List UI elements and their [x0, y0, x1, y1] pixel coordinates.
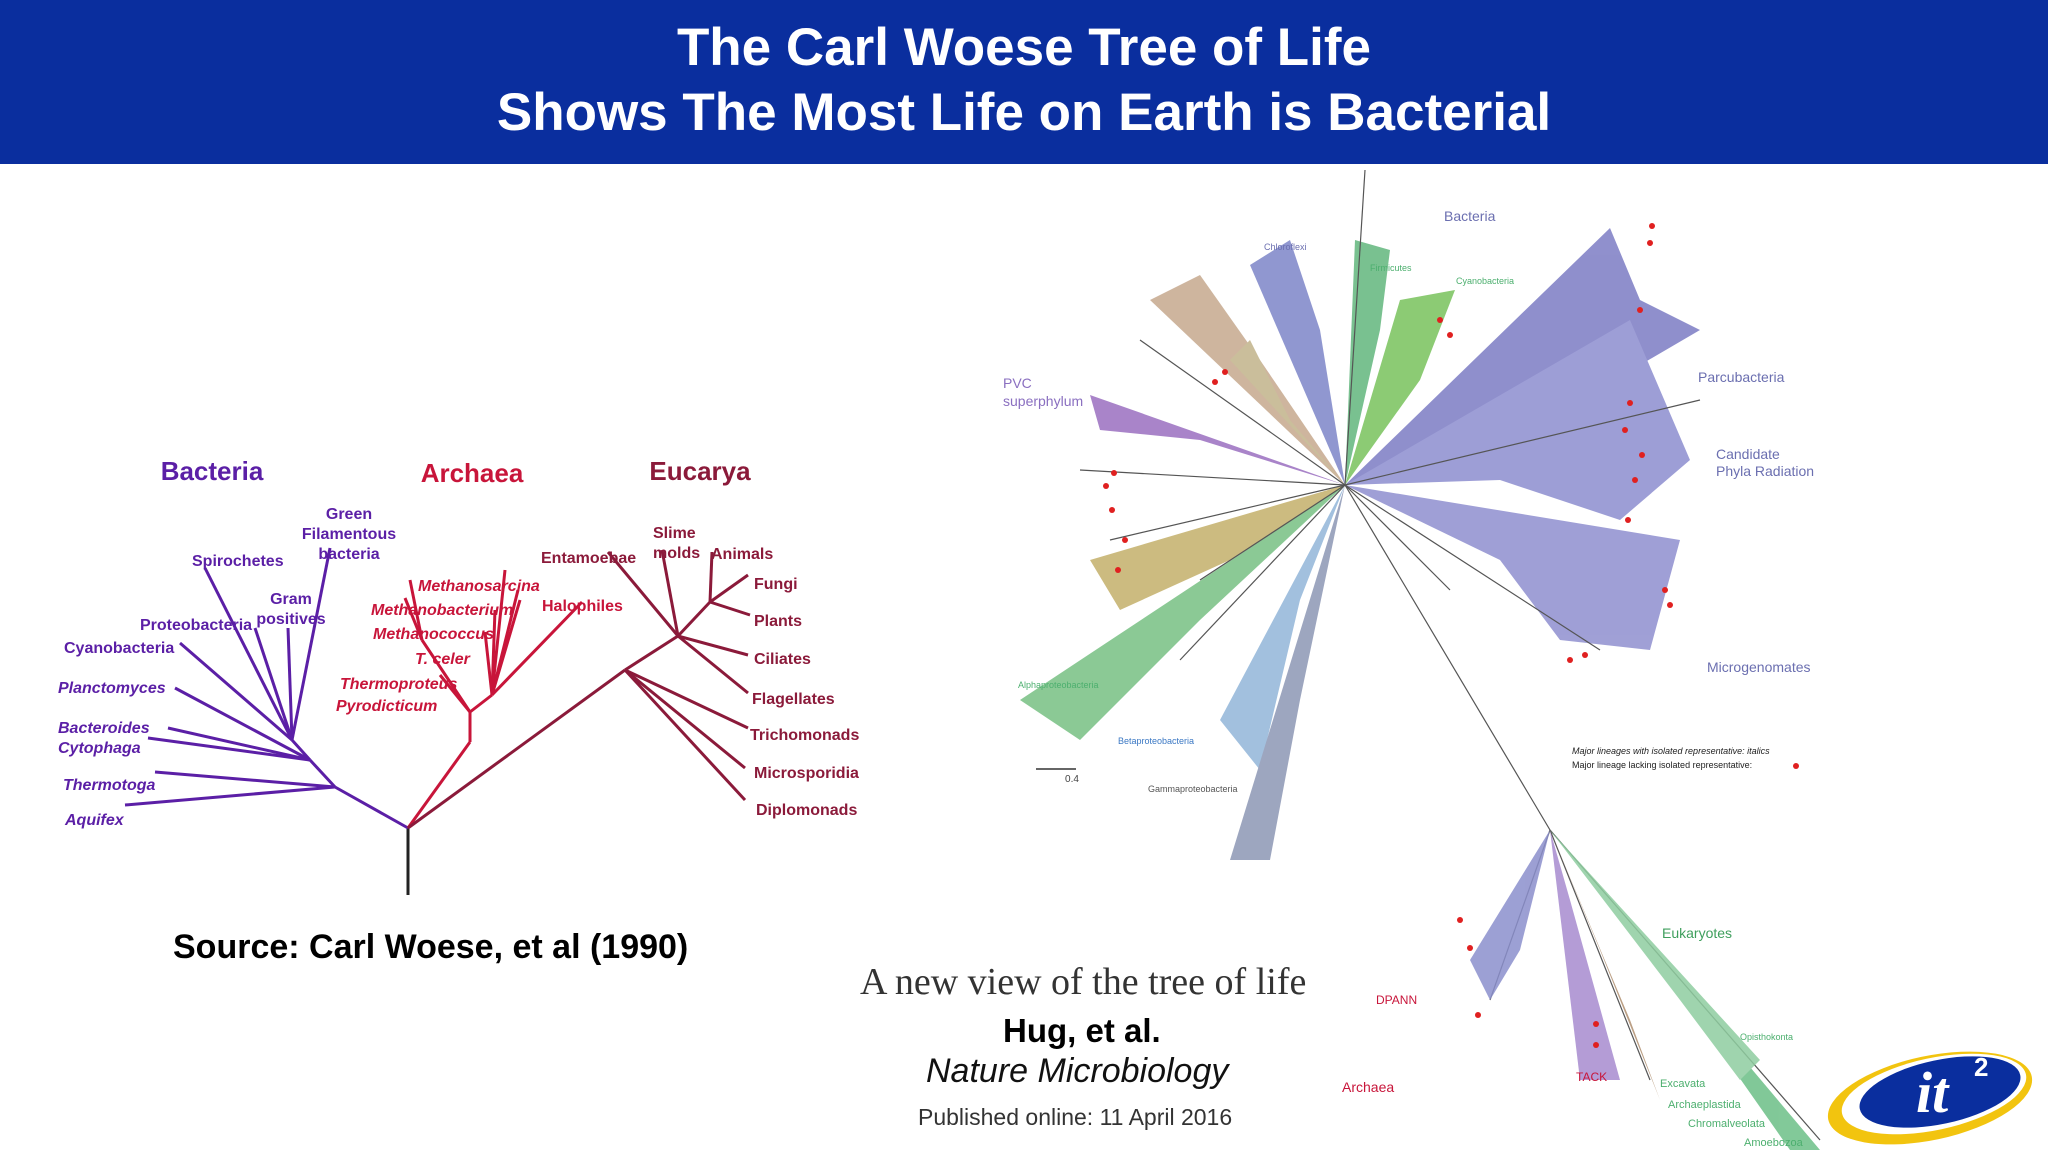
it2-logo-text: it: [1916, 1060, 1950, 1125]
woese-label-plants: Plants: [754, 613, 802, 630]
hug-label-betaproteobacteria: Betaproteobacteria: [1118, 736, 1194, 746]
woese-eucarya-branches: [407, 549, 751, 830]
hug-label-excavata: Excavata: [1660, 1078, 1706, 1090]
woese-label-ciliates: Ciliates: [754, 651, 811, 668]
hug-legend-line-1: Major lineages with isolated representat…: [1572, 746, 1770, 756]
hug-label-chromalveolata: Chromalveolata: [1688, 1118, 1766, 1130]
hug-legend-line-2: Major lineage lacking isolated represent…: [1572, 760, 1752, 770]
woese-label-animals: Animals: [711, 546, 773, 563]
hug-label-bacteria: Bacteria: [1444, 208, 1496, 224]
woese-label-thermotoga: Thermotoga: [63, 777, 156, 794]
hug-label-alphaproteobacteria: Alphaproteobacteria: [1018, 680, 1099, 690]
woese-label-cyanobacteria: Cyanobacteria: [64, 640, 174, 657]
woese-archaea-branches: [403, 569, 584, 829]
hug-label-cyanobacteria: Cyanobacteria: [1456, 276, 1514, 286]
citation-published: Published online: 11 April 2016: [918, 1104, 1233, 1130]
woese-bacteria-branches: [124, 547, 409, 830]
title-line-1: The Carl Woese Tree of Life: [676, 18, 1372, 77]
woese-label-methanosarcina: Methanosarcina: [418, 578, 540, 595]
hug-label-amoebozoa: Amoebozoa: [1744, 1137, 1804, 1149]
hug-label-microgenomates: Microgenomates: [1707, 659, 1811, 675]
woese-label-pyrodicticum: Pyrodicticum: [336, 698, 437, 715]
citation-journal: Nature Microbiology: [926, 1052, 1229, 1090]
woese-label-spirochetes: Spirochetes: [192, 553, 284, 570]
hug-label-archaeplastida: Archaeplastida: [1668, 1099, 1742, 1111]
woese-label-planctomyces: Planctomyces: [58, 680, 166, 697]
woese-label-proteobacteria: Proteobacteria: [140, 617, 252, 634]
hug-label-archaea: Archaea: [1342, 1079, 1394, 1095]
woese-domain-bacteria: Bacteria: [161, 456, 264, 486]
title-line-2: Shows The Most Life on Earth is Bacteria…: [496, 83, 1552, 142]
citation-heading: A new view of the tree of life: [860, 961, 1307, 1003]
title-banner: The Carl Woese Tree of Life Shows The Mo…: [0, 0, 2048, 164]
woese-label-thermoproteus: Thermoproteus: [340, 676, 457, 693]
hug-label-chloroflexi: Chloroflexi: [1264, 242, 1307, 252]
woese-label-aquifex: Aquifex: [64, 812, 125, 829]
hug-label-firmicutes: Firmicutes: [1370, 263, 1412, 273]
hug-label-gammaproteobacteria: Gammaproteobacteria: [1148, 784, 1238, 794]
woese-label-methanococcus: Methanococcus: [373, 626, 494, 643]
hug-label-eukaryotes: Eukaryotes: [1662, 925, 1732, 941]
hug-red-dots: [1103, 223, 1673, 1048]
woese-source: Source: Carl Woese, et al (1990): [173, 928, 689, 966]
woese-label-entamoebae: Entamoebae: [541, 550, 636, 567]
woese-domain-archaea: Archaea: [421, 458, 524, 488]
hug-bacteria-wedges: [1020, 228, 1700, 860]
it2-logo-superscript: 2: [1974, 1052, 1988, 1082]
woese-label-methanobacterium: Methanobacterium: [371, 602, 513, 619]
hug-legend-dot: [1793, 763, 1799, 769]
woese-domain-eucarya: Eucarya: [649, 456, 751, 486]
woese-label-cytophaga: Cytophaga: [58, 740, 141, 757]
hug-scale-label: 0.4: [1065, 774, 1079, 785]
woese-label-trichomonads: Trichomonads: [750, 727, 859, 744]
hug-label-dpann: DPANN: [1376, 993, 1417, 1007]
woese-label-flagellates: Flagellates: [752, 691, 835, 708]
hug-label-tack: TACK: [1576, 1070, 1607, 1084]
woese-label-diplomonads: Diplomonads: [756, 802, 857, 819]
woese-label-microsporidia: Microsporidia: [754, 765, 859, 782]
hug-label-parcubacteria: Parcubacteria: [1698, 369, 1785, 385]
woese-label-t-celer: T. celer: [415, 651, 471, 668]
woese-label-bacteroides: Bacteroides: [58, 720, 150, 737]
woese-label-halophiles: Halophiles: [542, 598, 623, 615]
hug-label-opisthokonta: Opisthokonta: [1740, 1032, 1793, 1042]
it2-logo: it 2: [1827, 1051, 2033, 1145]
citation-authors: Hug, et al.: [1003, 1012, 1161, 1049]
woese-label-fungi: Fungi: [754, 576, 798, 593]
